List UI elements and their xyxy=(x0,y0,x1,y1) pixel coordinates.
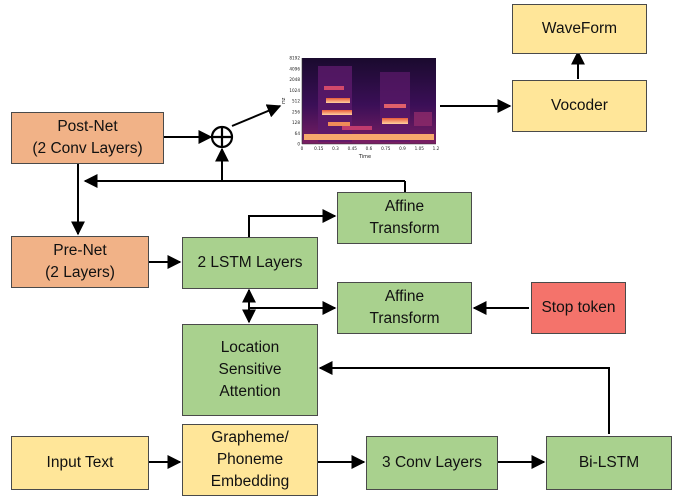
grapheme-phoneme-embedding-block: Grapheme/ Phoneme Embedding xyxy=(182,424,318,496)
spectrogram-xlabel: Time xyxy=(358,154,371,160)
arrow-bilstm-to-attention xyxy=(318,361,610,434)
spectrogram-ytick: 1024 xyxy=(289,88,300,93)
spectrogram-xtick: 0.15 xyxy=(314,146,324,151)
spectrogram-ytick: 0 xyxy=(297,142,300,147)
location-sensitive-attention-block: Location Sensitive Attention xyxy=(182,324,318,416)
spectrogram-ytick: 8192 xyxy=(289,56,300,61)
spectrogram-xtick: 1.05 xyxy=(415,146,425,151)
mel-spectrogram: 8192 4096 2048 1024 512 256 128 64 0 0 0.15 0.3 0.4… xyxy=(282,56,440,161)
arrow-lstm-to-affine-top xyxy=(248,209,337,237)
spectrogram-ytick: 128 xyxy=(292,120,300,125)
lstm-block: 2 LSTM Layers xyxy=(182,237,318,289)
spectrogram-xtick: 0.75 xyxy=(381,146,391,151)
waveform-block: WaveForm xyxy=(512,4,647,54)
arrow-sum-to-spectrogram xyxy=(231,104,282,127)
sum-node-icon xyxy=(210,125,234,149)
prenet-block: Pre-Net (2 Layers) xyxy=(11,236,149,288)
vocoder-block: Vocoder xyxy=(512,80,647,132)
spectrogram-ytick: 256 xyxy=(292,109,300,114)
input-text-block: Input Text xyxy=(11,436,149,490)
spectrogram-xtick: 0.3 xyxy=(332,146,339,151)
bi-lstm-block: Bi-LSTM xyxy=(546,436,672,490)
spectrogram-ytick: 512 xyxy=(292,99,300,104)
spectrogram-ylabel: Hz xyxy=(282,97,287,104)
spectrogram-ytick: 4096 xyxy=(289,66,300,71)
affine-transform-top-block: Affine Transform xyxy=(337,192,472,244)
spectrogram-xtick: 0.6 xyxy=(366,146,373,151)
spectrogram-xtick: 0.45 xyxy=(348,146,358,151)
postnet-block: Post-Net (2 Conv Layers) xyxy=(11,112,164,164)
spectrogram-xtick: 0 xyxy=(301,146,304,151)
spectrogram-ytick: 2048 xyxy=(289,77,300,82)
spectrogram-xtick: 0.9 xyxy=(399,146,406,151)
spectrogram-ytick: 64 xyxy=(295,131,301,136)
spectrogram-xtick: 1.2 xyxy=(433,146,440,151)
conv-layers-block: 3 Conv Layers xyxy=(366,436,498,490)
stop-token-block: Stop token xyxy=(531,282,626,334)
affine-transform-mid-block: Affine Transform xyxy=(337,282,472,334)
